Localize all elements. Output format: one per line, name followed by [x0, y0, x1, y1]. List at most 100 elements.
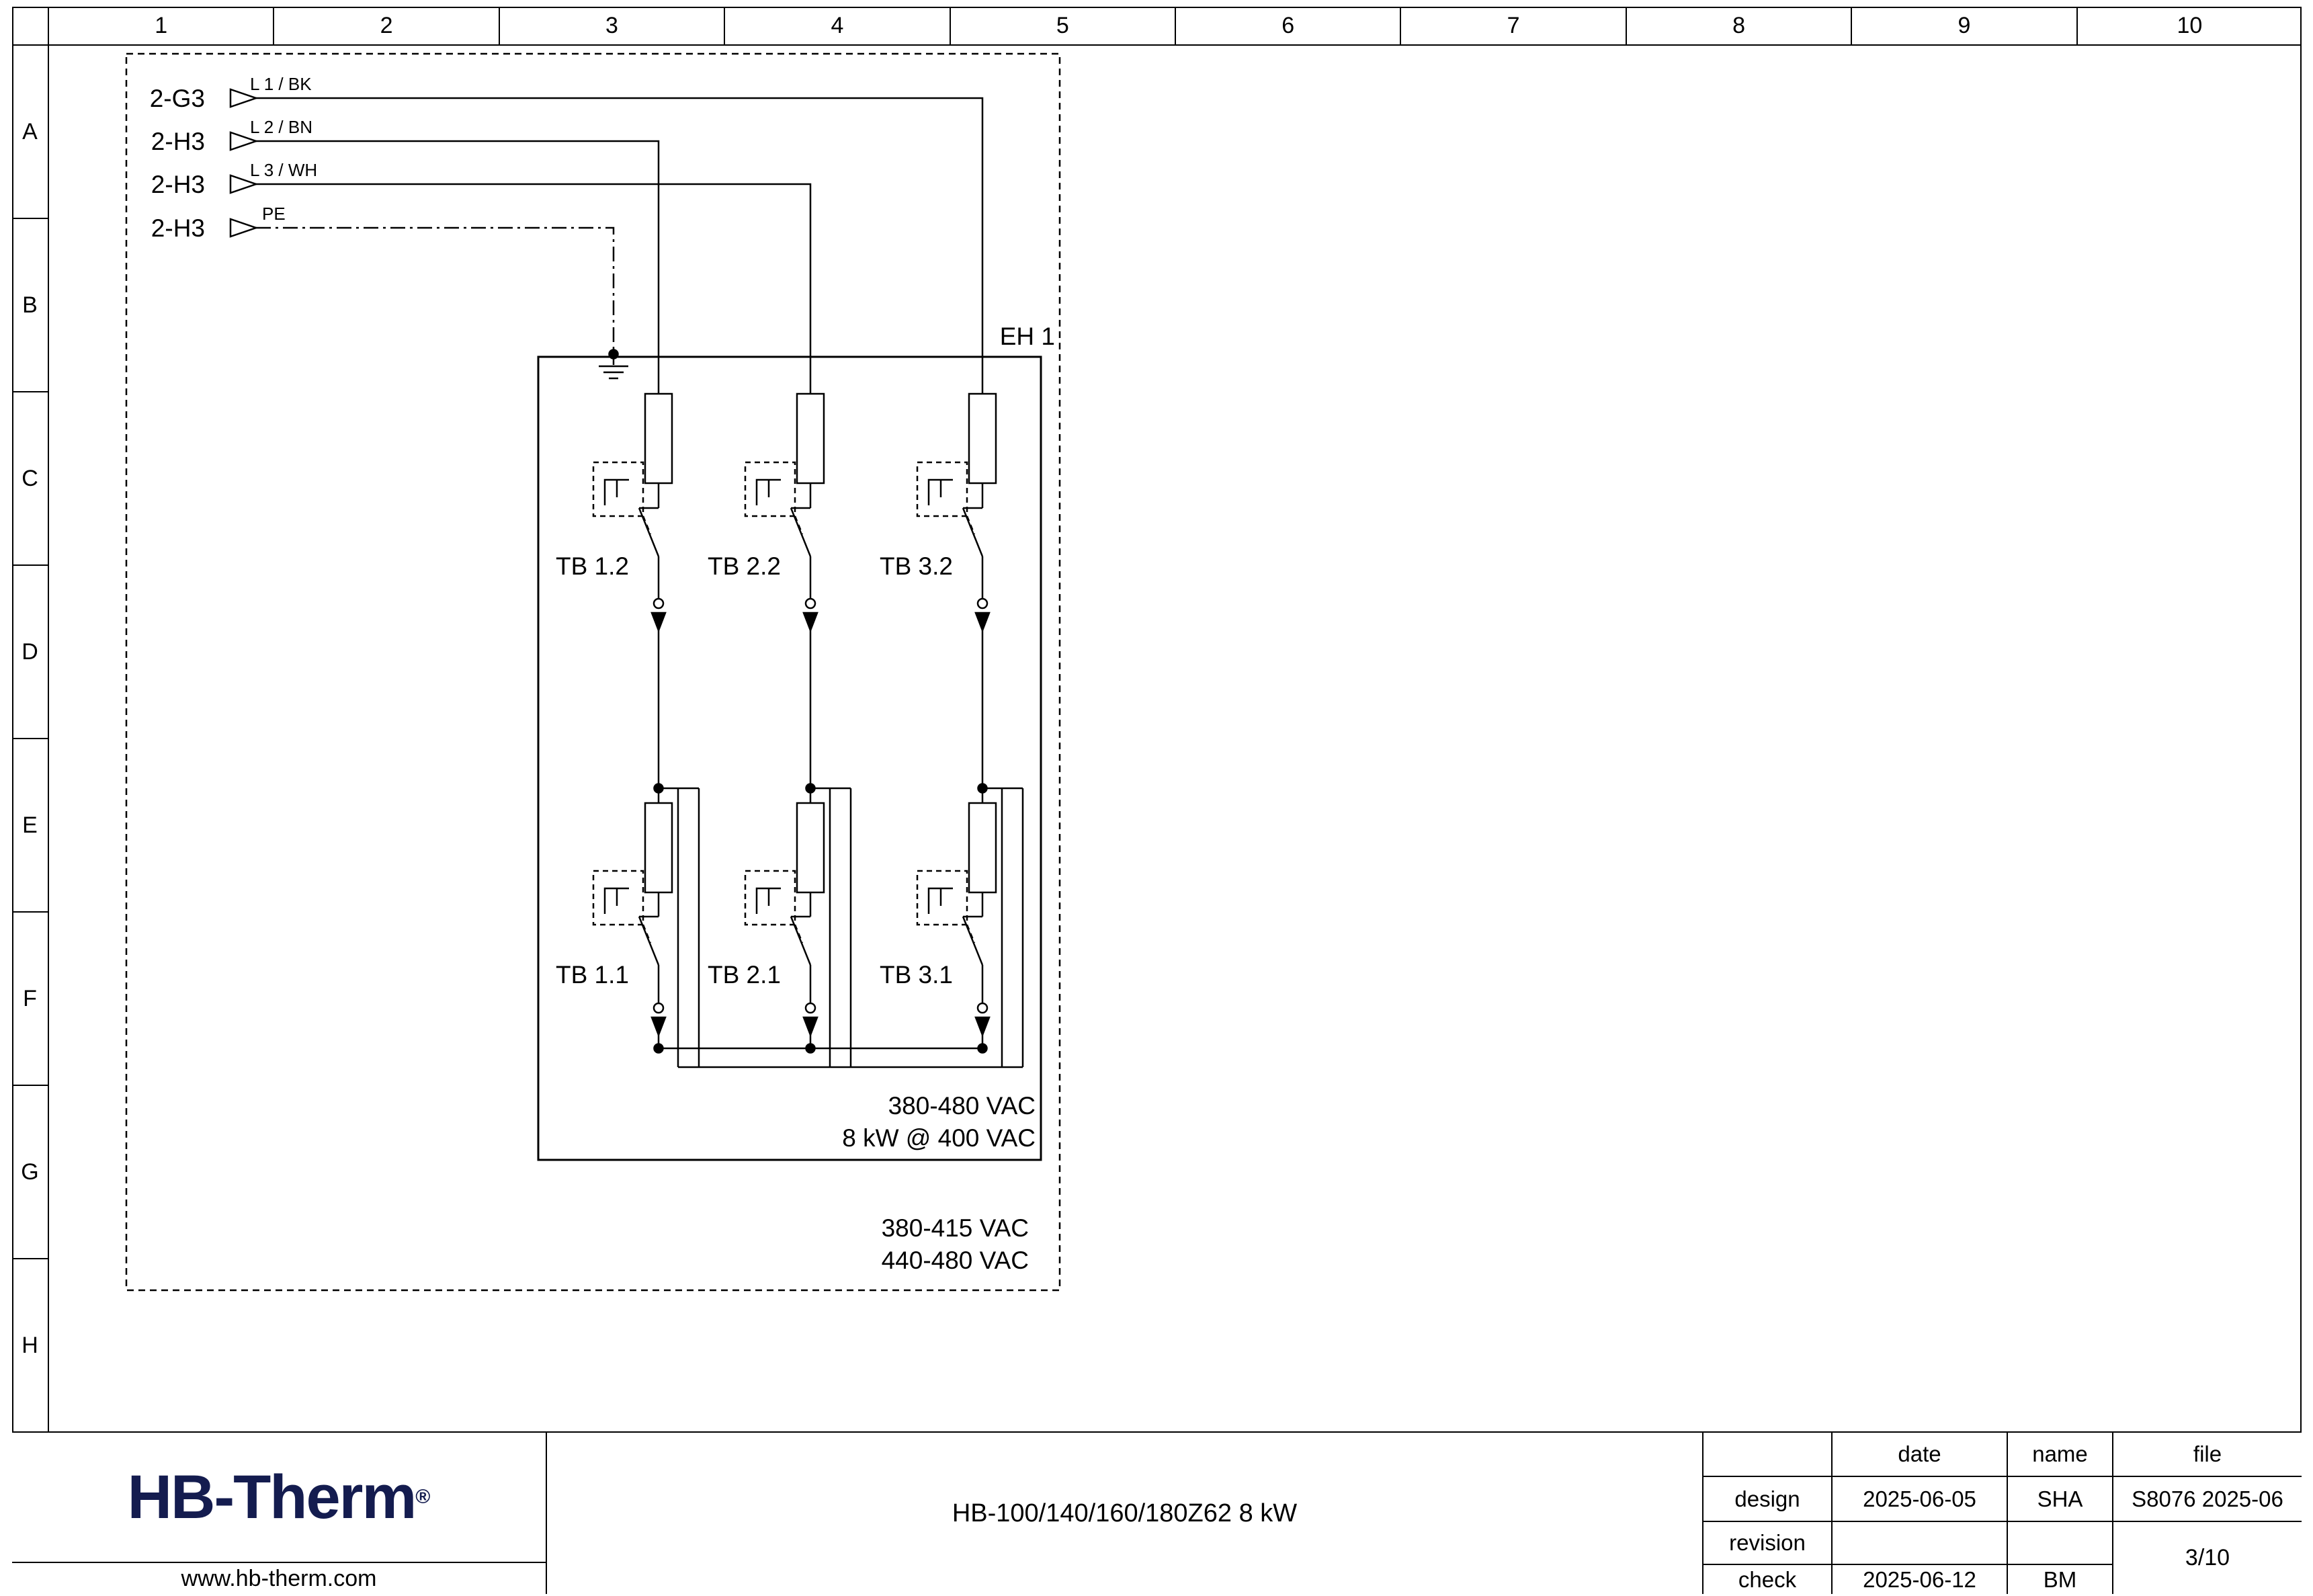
- row-label-d: D: [12, 566, 48, 739]
- col-label-5: 5: [951, 7, 1177, 44]
- ruler-corner: [12, 7, 49, 44]
- col-label-2: 2: [274, 7, 500, 44]
- heater-element: [644, 802, 673, 894]
- breaker-label: TB 1.1: [556, 961, 629, 989]
- trip-arrow-icon: [650, 612, 667, 633]
- registered-mark-icon: ®: [415, 1486, 431, 1508]
- title-block: HB-Therm ® www.hb-therm.com HB-100/140/1…: [12, 1431, 2302, 1594]
- plug-connector-icon: [804, 597, 816, 610]
- heater-element: [796, 392, 825, 485]
- trip-arrow-icon: [974, 1016, 991, 1038]
- connector-tag: 2-H3: [151, 171, 205, 198]
- wire-l1: [256, 97, 984, 394]
- column-ruler: 1 2 3 4 5 6 7 8 9 10: [12, 7, 2302, 46]
- plug-connector-icon: [804, 1002, 816, 1014]
- wire-l3: [256, 183, 812, 394]
- voltage-rating: 380-480 VAC: [888, 1092, 1036, 1120]
- col-label-10: 10: [2177, 12, 2203, 38]
- heater-element: [968, 802, 997, 894]
- thermal-element-box: [592, 461, 644, 517]
- wire-pe: [256, 226, 615, 353]
- revision-date: [1831, 1521, 2007, 1564]
- row-label-e: E: [12, 739, 48, 913]
- trip-arrow-icon: [802, 612, 818, 633]
- breaker-label: TB 1.2: [556, 552, 629, 580]
- revision-label: revision: [1704, 1521, 1831, 1564]
- plug-connector-icon: [653, 1002, 665, 1014]
- bottom-bus-wires: [653, 1043, 1023, 1068]
- design-name: SHA: [2007, 1476, 2112, 1521]
- row-label-b: B: [12, 219, 48, 392]
- breaker-label: TB 2.1: [708, 961, 781, 989]
- connector-tag: 2-G3: [150, 85, 205, 112]
- connector-arrow-icons: [229, 88, 259, 238]
- eh1-enclosure-box: [537, 355, 1042, 1161]
- logo-text: HB-Therm: [127, 1462, 417, 1531]
- row-label-h: H: [22, 1332, 38, 1358]
- breaker-label: TB 3.2: [880, 552, 953, 580]
- wire-label: PE: [262, 204, 286, 224]
- voltage-range-1: 380-415 VAC: [882, 1214, 1029, 1242]
- col-label-1: 1: [49, 7, 275, 44]
- eh1-box-label: EH 1: [1000, 323, 1055, 350]
- connector-tag: 2-H3: [151, 128, 205, 155]
- col-label-9: 9: [1852, 7, 2078, 44]
- trip-arrow-icon: [974, 612, 991, 633]
- thermal-element-box: [744, 461, 796, 517]
- file-number: S8076 2025-06: [2112, 1476, 2302, 1521]
- wire-l2: [256, 140, 660, 394]
- heater-element: [796, 802, 825, 894]
- voltage-range-2: 440-480 VAC: [882, 1247, 1029, 1274]
- col-label-8: 8: [1627, 7, 1853, 44]
- row-label-f: F: [12, 913, 48, 1086]
- check-date: 2025-06-12: [1831, 1564, 2007, 1594]
- schematic-labels: 2-G3 2-H3 2-H3 2-H3 L 1 / BK L 2 / BN L …: [150, 74, 1055, 1274]
- trip-arrow-icon: [802, 1016, 818, 1038]
- table-header-date: date: [1831, 1433, 2007, 1476]
- table-header-name: name: [2007, 1433, 2112, 1476]
- col-label-3: 3: [500, 7, 726, 44]
- row-label-c: C: [12, 392, 48, 566]
- wire-label: L 2 / BN: [250, 117, 312, 137]
- heater-branch-3: [916, 392, 1024, 1067]
- logo-cell: HB-Therm ® www.hb-therm.com: [12, 1433, 547, 1594]
- design-date: 2025-06-05: [1831, 1476, 2007, 1521]
- breaker-label: TB 2.2: [708, 552, 781, 580]
- website-link[interactable]: www.hb-therm.com: [12, 1562, 546, 1594]
- row-label-a: A: [12, 46, 48, 219]
- plug-connector-icon: [976, 1002, 989, 1014]
- col-label-6: 6: [1176, 7, 1402, 44]
- table-header-file: file: [2112, 1433, 2302, 1476]
- col-label-4: 4: [725, 7, 951, 44]
- ground-icon: [599, 349, 628, 380]
- heater-element: [968, 392, 997, 485]
- heater-branch-2: [744, 392, 852, 1067]
- table-cell-blank: [1704, 1433, 1831, 1476]
- plug-connector-icon: [653, 597, 665, 610]
- heater-element: [644, 392, 673, 485]
- document-title: HB-100/140/160/180Z62 8 kW: [547, 1433, 1704, 1594]
- breaker-label: TB 3.1: [880, 961, 953, 989]
- wire-label: L 3 / WH: [250, 160, 317, 180]
- revision-name: [2007, 1521, 2112, 1564]
- trip-arrow-icon: [650, 1016, 667, 1038]
- thermal-element-box: [916, 461, 968, 517]
- check-label: check: [1704, 1564, 1831, 1594]
- heater-branch-1: [592, 392, 700, 1067]
- row-label-g: G: [12, 1086, 48, 1259]
- revision-table: date name file design 2025-06-05 SHA S80…: [1704, 1433, 2302, 1594]
- thermal-element-box: [916, 870, 968, 926]
- thermal-element-box: [592, 870, 644, 926]
- design-label: design: [1704, 1476, 1831, 1521]
- row-ruler: A B C D E F G H: [12, 46, 49, 1431]
- check-name: BM: [2007, 1564, 2112, 1594]
- plug-connector-icon: [976, 597, 989, 610]
- page-number: 3/10: [2112, 1521, 2302, 1594]
- thermal-element-box: [744, 870, 796, 926]
- wire-label: L 1 / BK: [250, 74, 312, 94]
- company-logo: HB-Therm ®: [12, 1433, 546, 1562]
- col-label-7: 7: [1401, 7, 1627, 44]
- connector-tag: 2-H3: [151, 214, 205, 242]
